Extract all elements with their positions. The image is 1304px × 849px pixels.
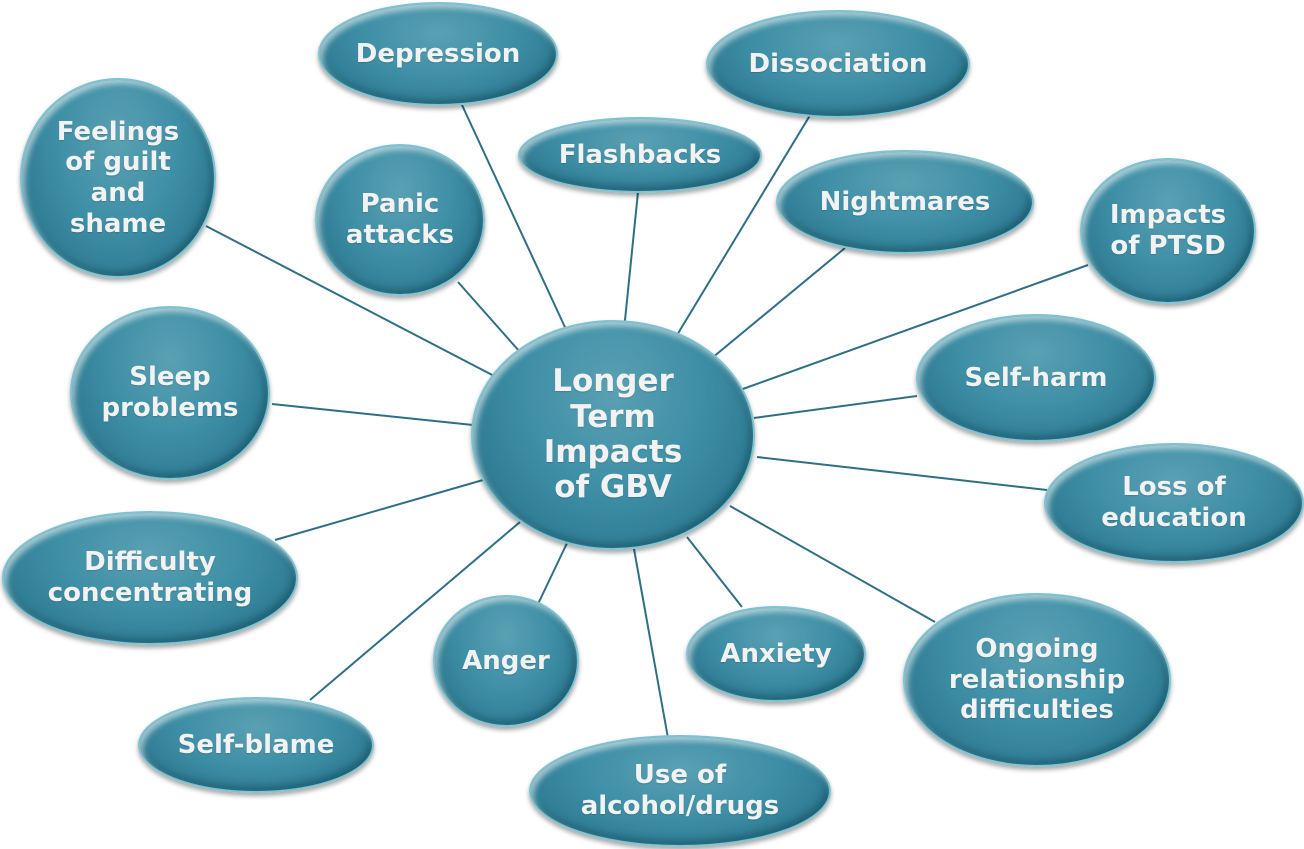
node-anxiety: Anxiety [686,606,866,702]
node-label: Sleep problems [101,362,239,423]
connector-self-blame [309,521,521,701]
connector-flashbacks [623,191,639,331]
connector-dissociation [673,111,813,341]
connector-use-of-alcohol-drugs [633,548,669,739]
connector-nightmares [711,247,846,359]
node-self-harm: Self-harm [916,314,1156,442]
connector-sleep-problems [271,403,474,426]
node-panic-attacks: Panic attacks [315,144,485,296]
node-loss-of-education: Loss of education [1044,443,1304,563]
node-use-of-alcohol-drugs: Use of alcohol/drugs [529,735,831,847]
node-label: Ongoing relationship difficulties [948,633,1126,726]
node-label: Flashbacks [558,139,722,170]
node-feelings-guilt-shame: Feelings of guilt and shame [20,78,216,278]
node-self-blame: Self-blame [138,697,374,793]
connector-impacts-of-ptsd [739,264,1089,391]
connector-self-harm [753,395,918,419]
connector-ongoing-relationship-difficulties [729,505,936,623]
node-label: Nightmares [819,186,991,217]
connector-loss-of-education [756,456,1048,491]
node-label: Use of alcohol/drugs [580,760,780,821]
connector-feelings-guilt-shame [205,225,499,379]
connector-anxiety [686,536,743,608]
node-label: Difficulty concentrating [47,547,253,608]
node-dissociation: Dissociation [706,10,970,118]
node-label: Anger [462,645,550,676]
node-label: Impacts of PTSD [1109,200,1227,261]
node-label: Panic attacks [345,189,455,250]
node-sleep-problems: Sleep problems [70,306,270,480]
connector-panic-attacks [457,281,521,353]
node-depression: Depression [318,2,558,106]
node-anger: Anger [433,595,579,727]
connector-depression [461,104,571,339]
node-ongoing-relationship-difficulties: Ongoing relationship difficulties [903,593,1171,767]
connector-difficulty-concentrating [274,479,484,541]
node-impacts-of-ptsd: Impacts of PTSD [1080,158,1256,304]
node-label: Self-harm [964,362,1108,393]
node-label: Self-blame [177,729,335,760]
node-label: Dissociation [748,48,928,79]
node-label: Depression [355,38,521,69]
node-label: Loss of education [1101,472,1247,533]
node-flashbacks: Flashbacks [518,117,762,193]
connector-anger [537,540,569,605]
central-topic-label: Longer Term Impacts of GBV [543,363,683,506]
node-label: Anxiety [720,638,832,669]
central-topic-node: Longer Term Impacts of GBV [471,320,755,550]
node-nightmares: Nightmares [776,150,1034,254]
node-label: Feelings of guilt and shame [56,116,180,239]
node-difficulty-concentrating: Difficulty concentrating [2,511,298,645]
